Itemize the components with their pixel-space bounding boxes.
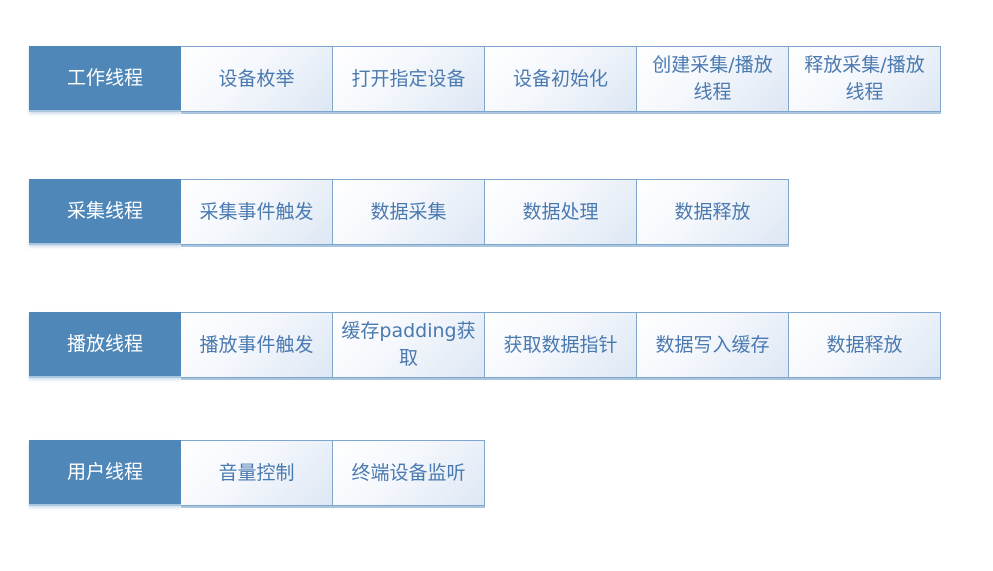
row-header: 采集线程 [29, 179, 181, 245]
step-box: 创建采集/播放线程 [637, 46, 789, 112]
step-box: 打开指定设备 [333, 46, 485, 112]
step-box: 数据采集 [333, 179, 485, 245]
step-box: 数据释放 [789, 312, 941, 378]
step-box: 音量控制 [181, 440, 333, 506]
step-box: 采集事件触发 [181, 179, 333, 245]
capture-thread-row: 采集线程 采集事件触发 数据采集 数据处理 数据释放 [29, 179, 789, 245]
step-box: 终端设备监听 [333, 440, 485, 506]
row-header: 工作线程 [29, 46, 181, 112]
step-box: 释放采集/播放线程 [789, 46, 941, 112]
step-box: 获取数据指针 [485, 312, 637, 378]
step-box: 数据处理 [485, 179, 637, 245]
step-box: 设备枚举 [181, 46, 333, 112]
playback-thread-row: 播放线程 播放事件触发 缓存padding获取 获取数据指针 数据写入缓存 数据… [29, 312, 941, 378]
step-box: 数据写入缓存 [637, 312, 789, 378]
step-box: 数据释放 [637, 179, 789, 245]
row-header: 播放线程 [29, 312, 181, 378]
work-thread-row: 工作线程 设备枚举 打开指定设备 设备初始化 创建采集/播放线程 释放采集/播放… [29, 46, 941, 112]
step-box: 设备初始化 [485, 46, 637, 112]
step-box: 播放事件触发 [181, 312, 333, 378]
step-box: 缓存padding获取 [333, 312, 485, 378]
user-thread-row: 用户线程 音量控制 终端设备监听 [29, 440, 485, 506]
row-header: 用户线程 [29, 440, 181, 506]
